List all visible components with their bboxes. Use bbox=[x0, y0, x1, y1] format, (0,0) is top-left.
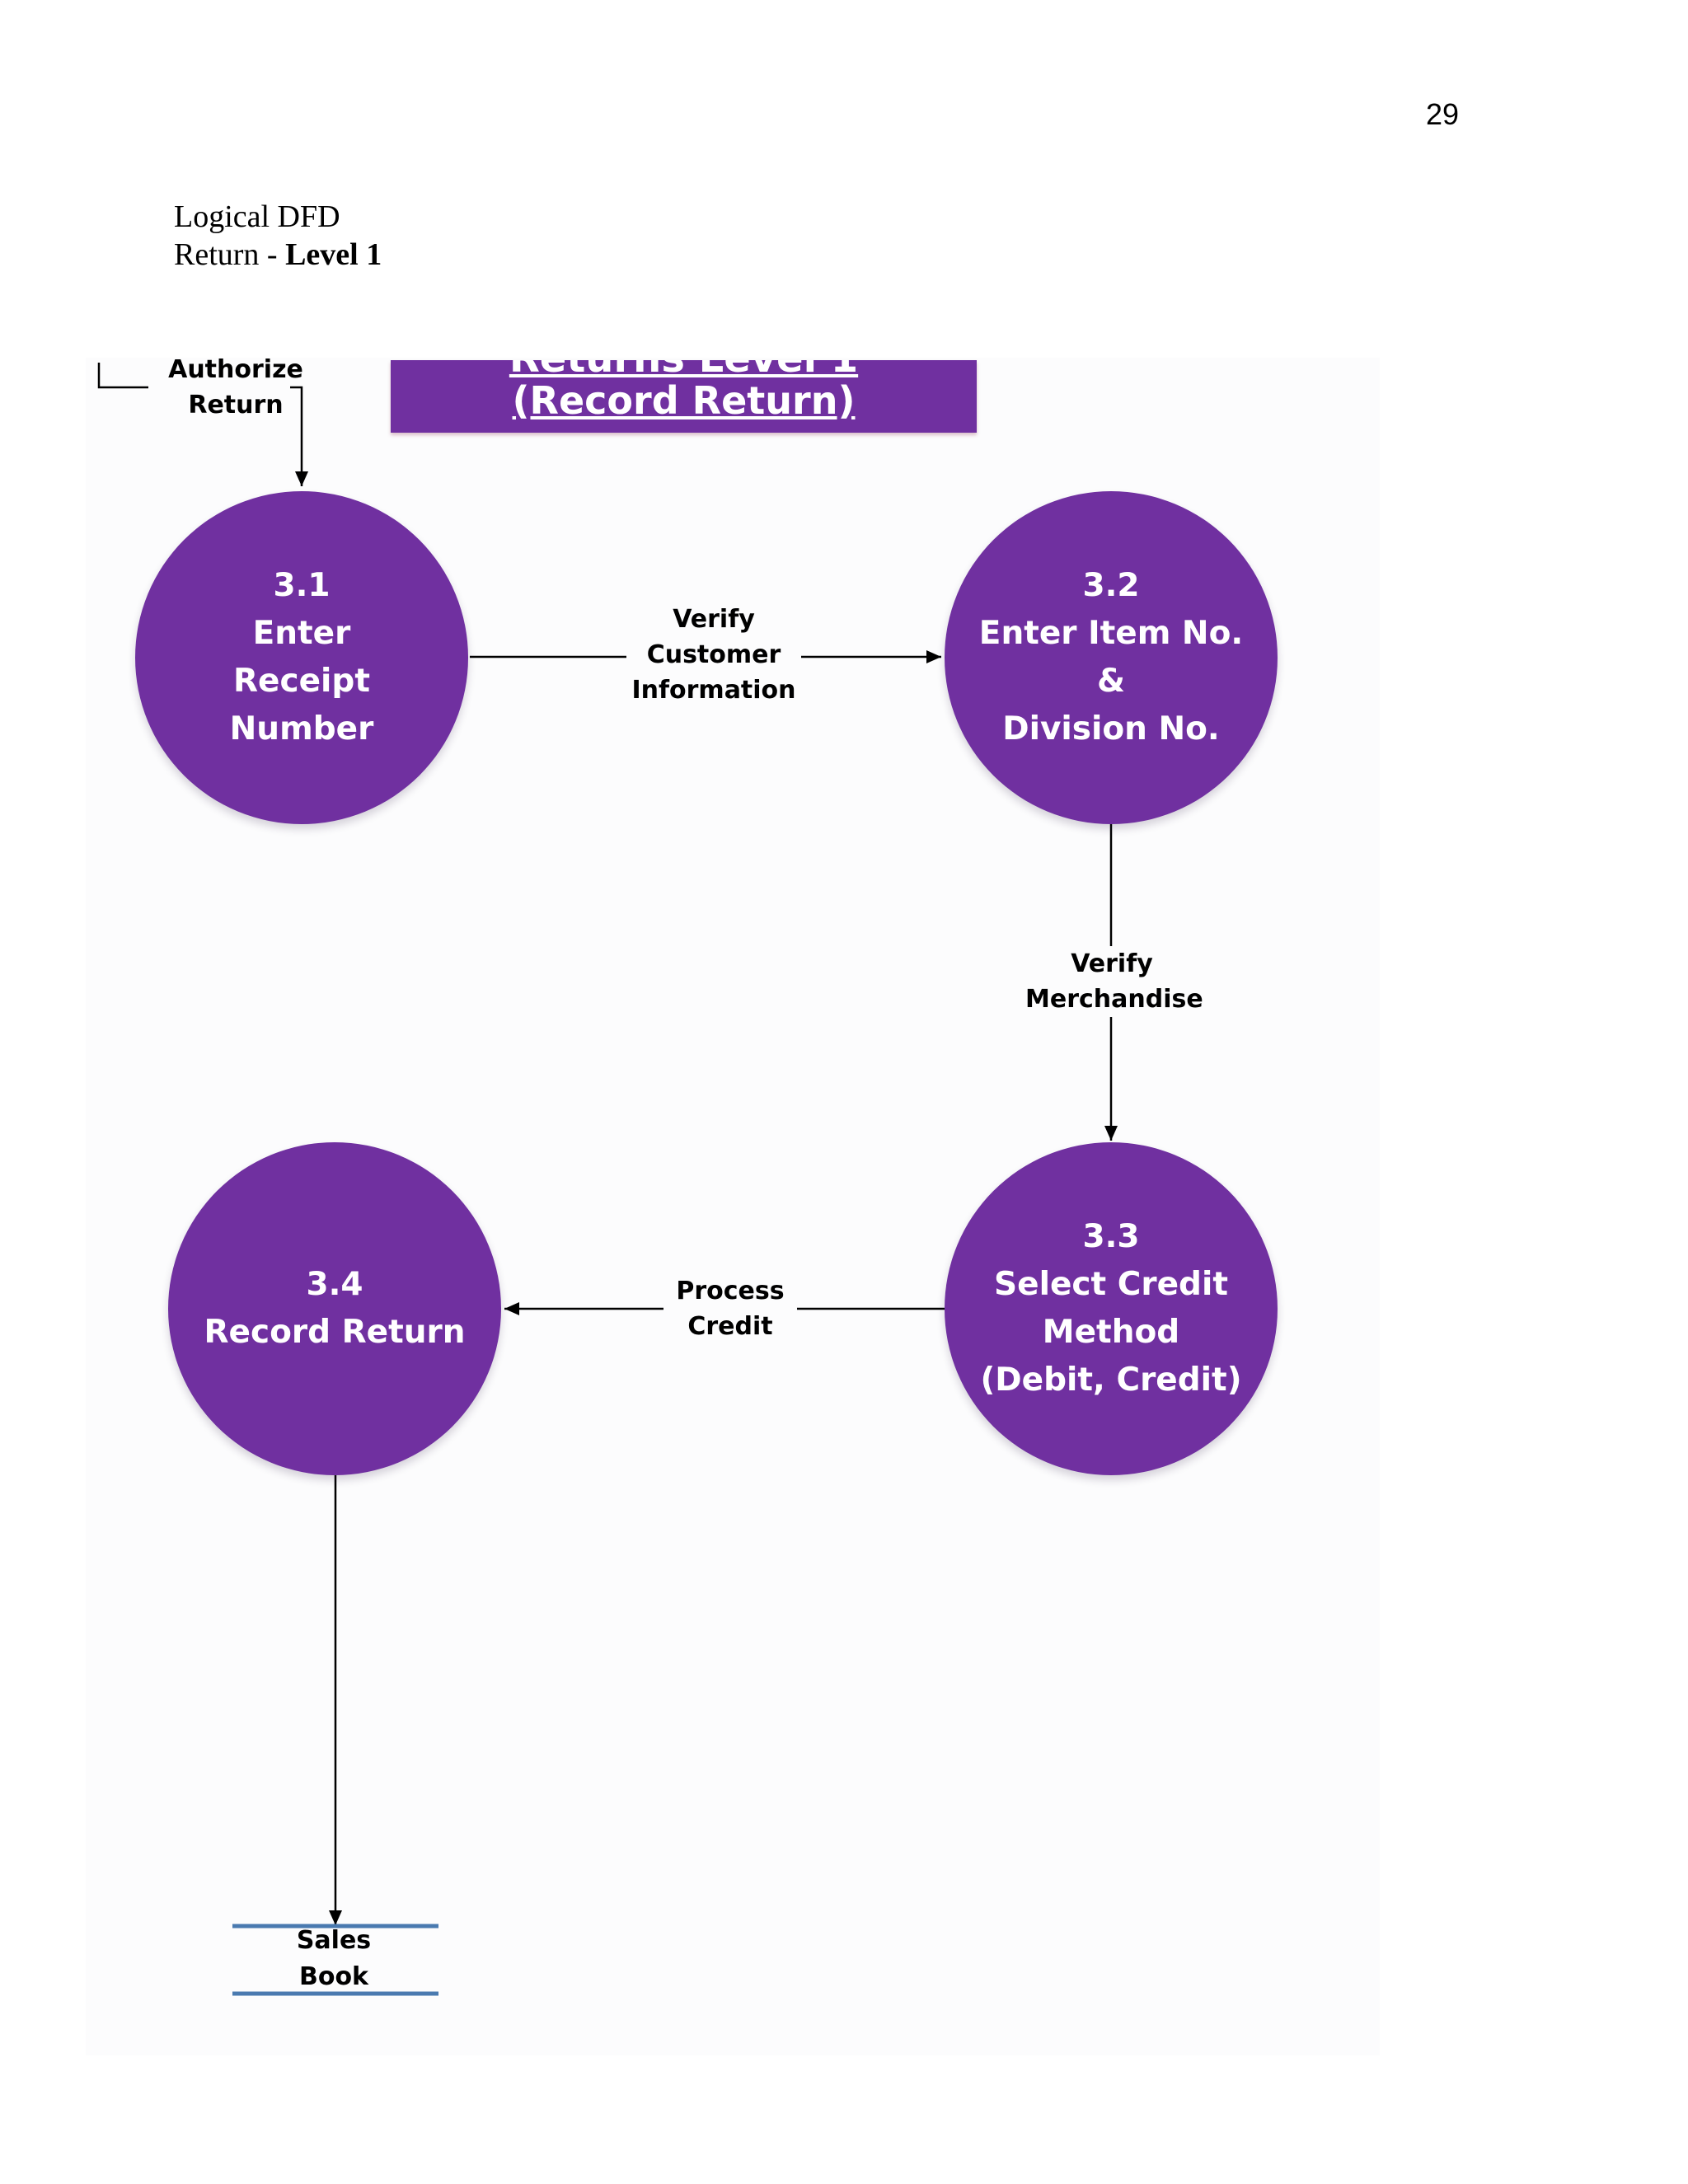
process-3-3: 3.3 Select Credit Method (Debit, Credit) bbox=[945, 1142, 1278, 1475]
flow-text: Verify bbox=[1071, 949, 1153, 978]
flow-label-verify-merchandise: Verify Merchandise bbox=[1020, 946, 1203, 1017]
heading-line-2: Return - Level 1 bbox=[174, 236, 382, 274]
process-3-3-line: (Debit, Credit) bbox=[980, 1361, 1242, 1399]
process-3-2-line: & bbox=[1096, 663, 1125, 700]
process-3-1-line: Enter bbox=[252, 615, 351, 652]
process-3-2-line: Enter Item No. bbox=[978, 615, 1244, 652]
process-3-1-line: Receipt bbox=[233, 663, 370, 700]
flow-text: Customer bbox=[646, 640, 781, 669]
authorize-text: Authorize bbox=[168, 355, 303, 384]
heading-line-1: Logical DFD bbox=[174, 199, 340, 234]
store-text: Book bbox=[298, 1962, 369, 1991]
return-text: Return bbox=[188, 391, 284, 419]
process-3-2-line: Division No. bbox=[1002, 710, 1220, 748]
external-flow-label: Authorize Return bbox=[157, 352, 315, 423]
flow-text: Verify bbox=[673, 605, 755, 634]
document-heading: Logical DFD Return - Level 1 bbox=[174, 198, 382, 274]
banner-cut-title: Returns Level 1 bbox=[391, 360, 977, 382]
process-3-3-line: Select Credit bbox=[994, 1266, 1228, 1303]
authorize-return-arrow bbox=[290, 386, 308, 486]
process-3-1-line: Number bbox=[229, 710, 374, 748]
flow-text: Information bbox=[631, 676, 796, 705]
flow-text: Merchandise bbox=[1025, 985, 1203, 1014]
banner-title: (Record Return) bbox=[512, 378, 856, 423]
store-text: Sales bbox=[296, 1926, 372, 1955]
process-3-3-id: 3.3 bbox=[1082, 1218, 1140, 1255]
data-store-sales-book: Sales Book bbox=[272, 1923, 396, 1995]
flow-text: Process bbox=[676, 1277, 785, 1305]
process-3-1-id: 3.1 bbox=[273, 567, 331, 604]
heading-prefix: Return - bbox=[174, 237, 286, 272]
authorize-return-line bbox=[97, 363, 148, 389]
diagram-banner: Returns Level 1 (Record Return) bbox=[391, 360, 977, 433]
process-3-4: 3.4 Record Return bbox=[168, 1142, 501, 1475]
page-number: 29 bbox=[1426, 97, 1460, 131]
process-3-4-line: Record Return bbox=[204, 1314, 466, 1351]
process-3-4-id: 3.4 bbox=[306, 1266, 363, 1303]
flow-label-process-credit: Process Credit bbox=[663, 1273, 797, 1344]
process-3-1: 3.1 Enter Receipt Number bbox=[135, 491, 468, 824]
process-3-2-id: 3.2 bbox=[1082, 567, 1140, 604]
flow-label-verify-customer: Verify Customer Information bbox=[626, 602, 801, 708]
process-3-3-line: Method bbox=[1042, 1314, 1180, 1351]
heading-level: Level 1 bbox=[285, 237, 382, 272]
flow-text: Credit bbox=[687, 1312, 773, 1341]
process-3-2: 3.2 Enter Item No. & Division No. bbox=[945, 491, 1278, 824]
